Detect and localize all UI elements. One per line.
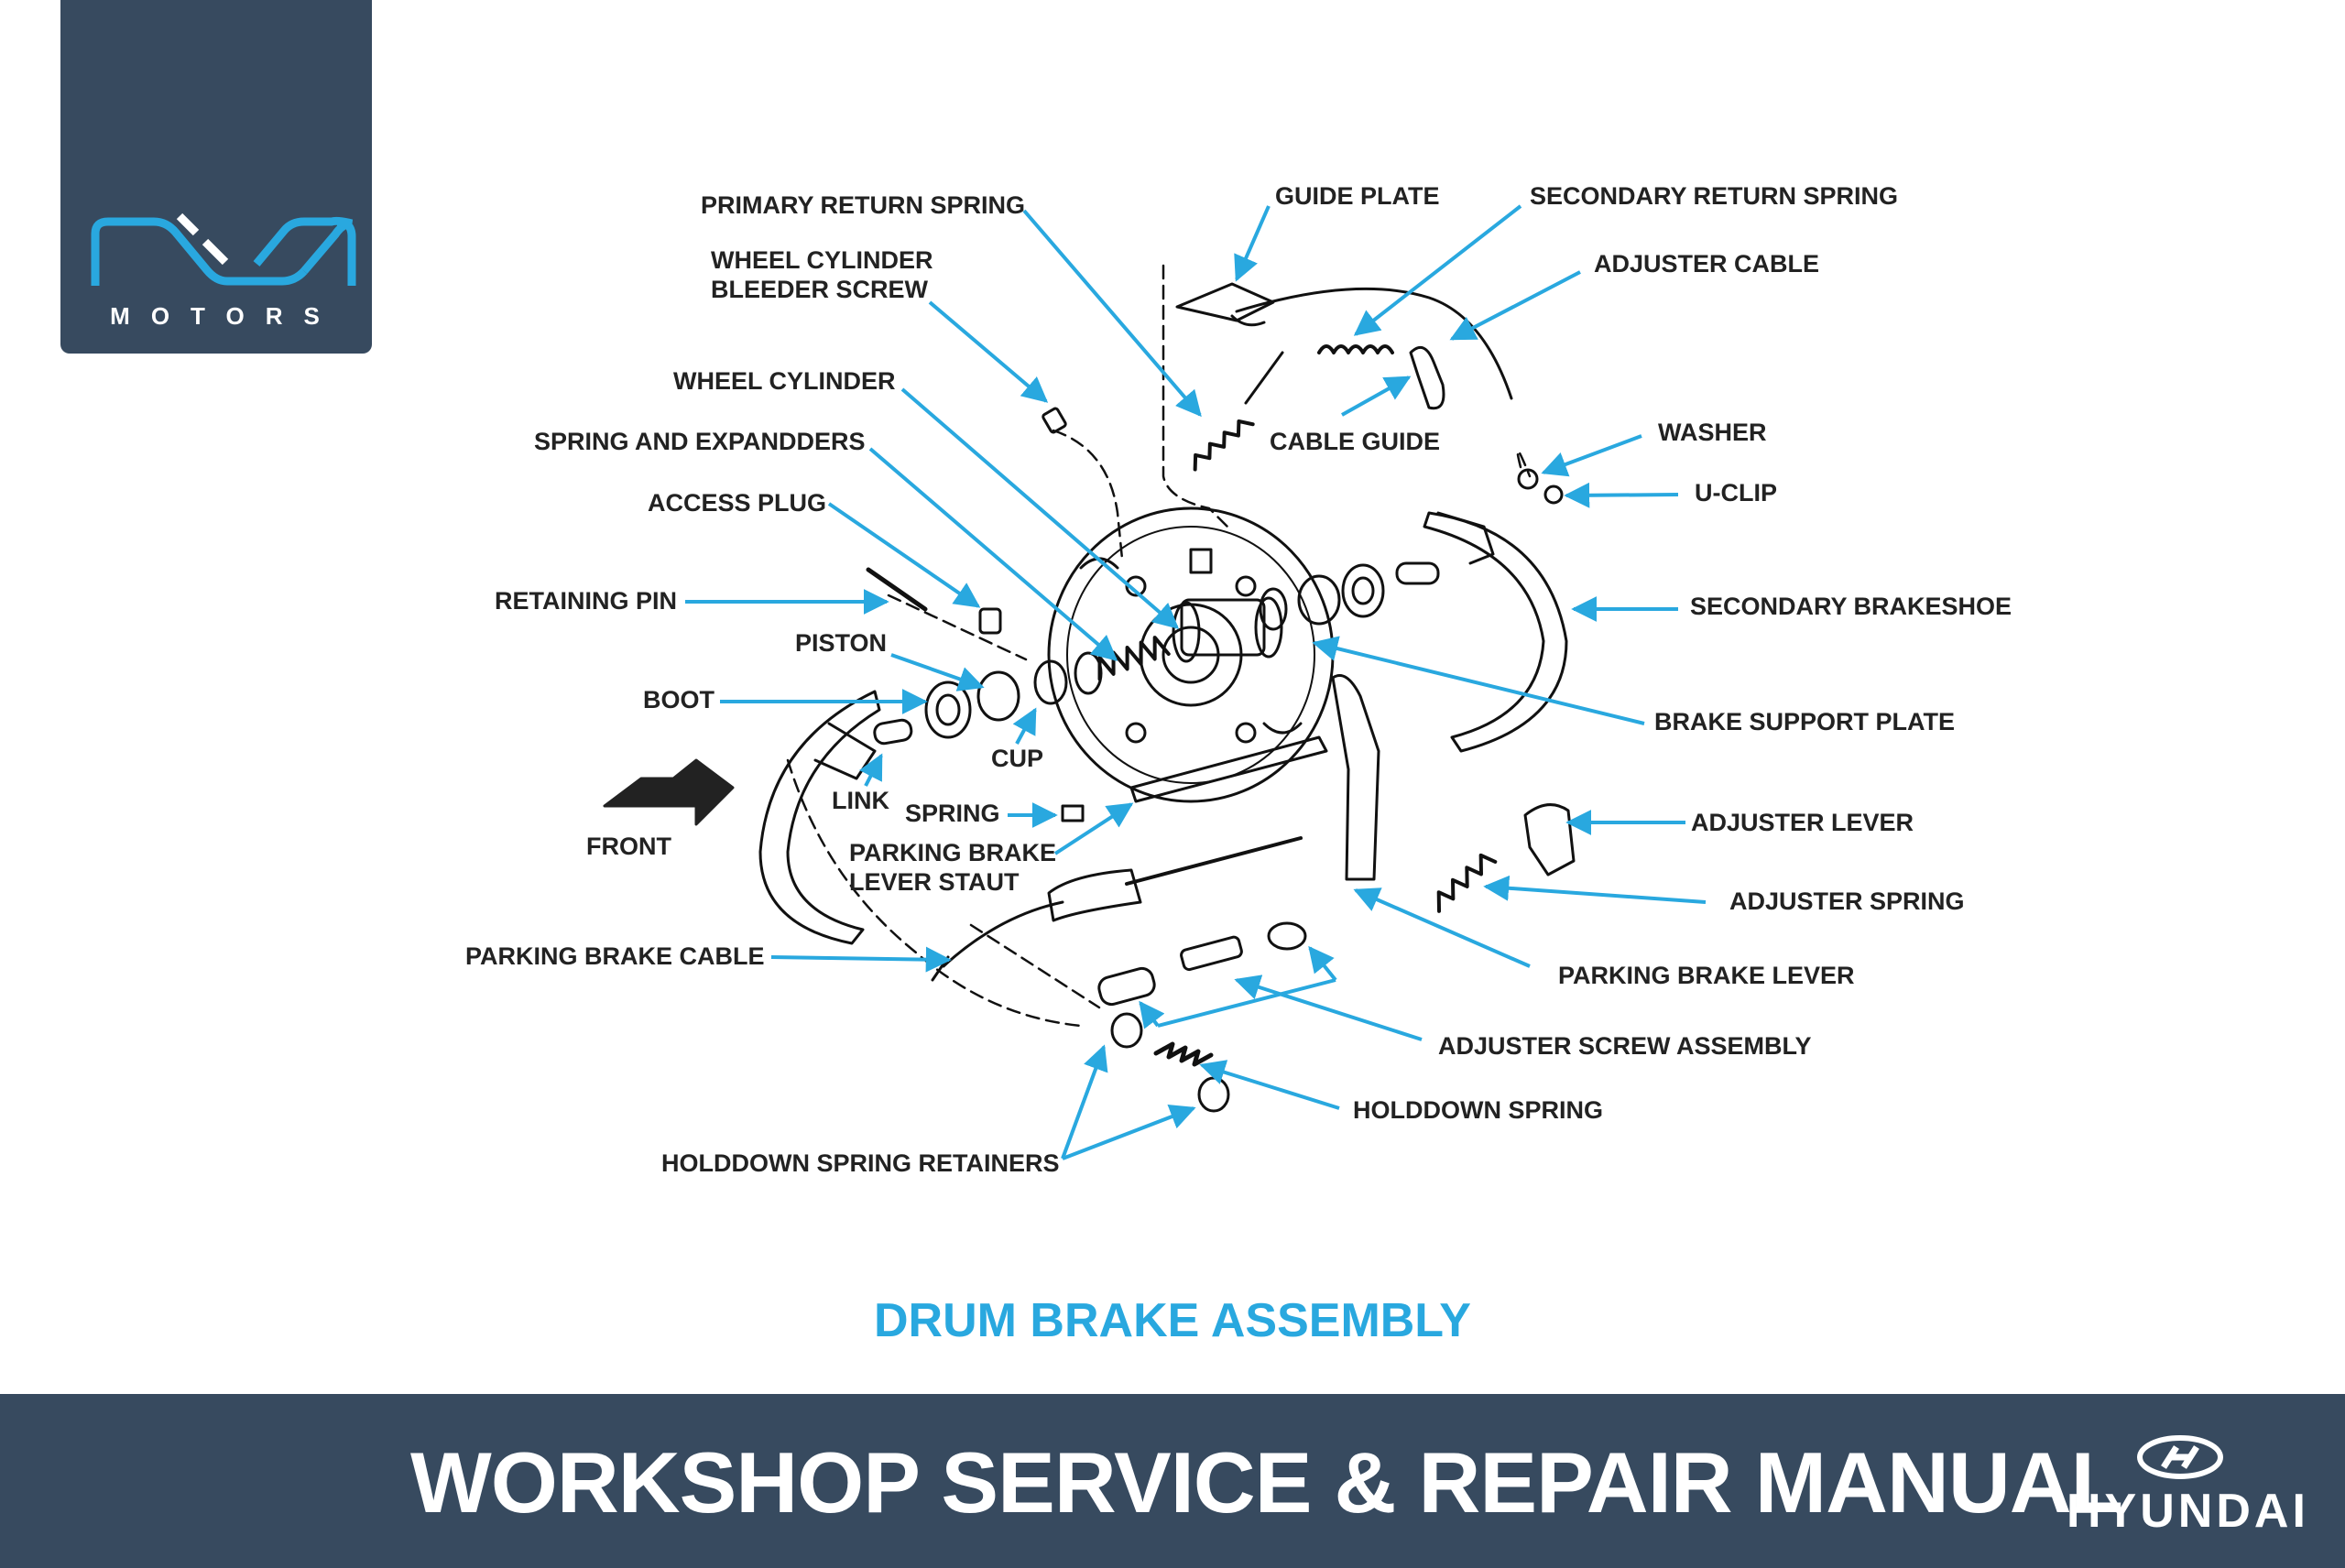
link-part	[873, 718, 913, 746]
label-link: LINK	[832, 787, 889, 814]
label-wheel-cylinder: WHEEL CYLINDER	[673, 367, 896, 395]
primary-brakeshoe-part	[758, 690, 881, 945]
label-cup: CUP	[991, 745, 1044, 772]
piston-part	[976, 670, 1020, 722]
label-u-clip: U-CLIP	[1695, 479, 1777, 506]
alignment-lines	[786, 264, 1532, 1028]
label-adjuster-spring: ADJUSTER SPRING	[1729, 887, 1965, 915]
label-parking-brake-lever: PARKING BRAKE LEVER	[1558, 962, 1855, 989]
front-arrow-icon	[603, 758, 735, 826]
label-piston: PISTON	[795, 629, 888, 657]
adjuster-spring-part	[1436, 853, 1498, 913]
access-plug-part	[978, 607, 1002, 635]
label-adjuster-lever: ADJUSTER LEVER	[1691, 809, 1914, 836]
cable-guide-part	[1409, 345, 1445, 410]
label-adjuster-screw-assembly: ADJUSTER SCREW ASSEMBLY	[1438, 1032, 1812, 1060]
footer-bar: WORKSHOP SERVICE & REPAIR MANUAL HYUNDAI	[0, 1394, 2345, 1568]
footer-title: WORKSHOP SERVICE & REPAIR MANUAL	[410, 1434, 2123, 1530]
parking-brake-lever-part	[1331, 674, 1380, 881]
cup-part	[1033, 659, 1068, 705]
guide-plate-part	[1175, 282, 1275, 322]
label-secondary-return-spring: SECONDARY RETURN SPRING	[1530, 182, 1899, 210]
label-wheel-cylinder-bleeder-screw: WHEEL CYLINDER BLEEDER SCREW	[711, 246, 933, 303]
label-holddown-spring-retainers: HOLDDOWN SPRING RETAINERS	[661, 1149, 1060, 1177]
secondary-brakeshoe-part	[1423, 511, 1568, 753]
retaining-pin-part	[866, 567, 928, 612]
label-washer: WASHER	[1658, 419, 1767, 446]
boot-part	[924, 681, 972, 739]
label-spring-and-expandders: SPRING AND EXPANDDERS	[534, 428, 866, 455]
holddown-retainer-part-b	[1197, 1076, 1230, 1113]
label-guide-plate: GUIDE PLATE	[1275, 182, 1440, 210]
label-retaining-pin: RETAINING PIN	[495, 587, 678, 615]
label-parking-brake-cable: PARKING BRAKE CABLE	[465, 942, 765, 970]
leader-arrows	[685, 204, 1707, 1160]
label-primary-return-spring: PRIMARY RETURN SPRING	[701, 191, 1026, 219]
label-brake-support-plate: BRAKE SUPPORT PLATE	[1654, 708, 1956, 735]
parking-brake-lever-strut-part	[1129, 735, 1328, 803]
label-secondary-brakeshoe: SECONDARY BRAKESHOE	[1690, 593, 2012, 620]
washer-part	[1517, 468, 1539, 490]
label-adjuster-cable: ADJUSTER CABLE	[1594, 250, 1820, 278]
holddown-spring-part	[1153, 1041, 1214, 1067]
label-cable-guide: CABLE GUIDE	[1270, 428, 1441, 455]
label-spring: SPRING	[905, 800, 1000, 827]
label-access-plug: ACCESS PLUG	[648, 489, 827, 517]
parts-drawing	[603, 264, 1576, 1113]
adjuster-screw-part-c	[1267, 921, 1307, 951]
label-front: FRONT	[586, 833, 671, 860]
motors-logo: MOTORS	[60, 0, 372, 354]
motors-logo-mark	[91, 212, 356, 286]
adjuster-screw-part-a	[1097, 966, 1156, 1007]
u-clip-part	[1543, 485, 1564, 505]
adjuster-cable-part	[1235, 287, 1513, 400]
hyundai-emblem-icon	[2137, 1435, 2223, 1479]
label-holddown-spring: HOLDDOWN SPRING	[1353, 1096, 1603, 1124]
label-boot: BOOT	[643, 686, 714, 713]
adjuster-screw-part-b	[1180, 935, 1243, 972]
holddown-retainer-part-a	[1110, 1012, 1143, 1049]
wheel-cylinder-part	[1172, 548, 1283, 663]
secondary-return-spring-part	[1317, 344, 1394, 354]
primary-return-spring-part	[1193, 419, 1255, 472]
hyundai-wordmark: HYUNDAI	[2067, 1485, 2309, 1538]
diagram-caption: DRUM BRAKE ASSEMBLY	[874, 1294, 1471, 1347]
label-parking-brake-lever-staut: PARKING BRAKE LEVER STAUT	[849, 839, 1057, 896]
logo-wordmark: MOTORS	[110, 302, 341, 330]
drum-brake-diagram	[603, 204, 1707, 1160]
spring-and-expanders-part	[1097, 636, 1171, 681]
adjuster-lever-part	[1523, 803, 1576, 877]
parking-brake-cable-part	[942, 900, 1064, 968]
